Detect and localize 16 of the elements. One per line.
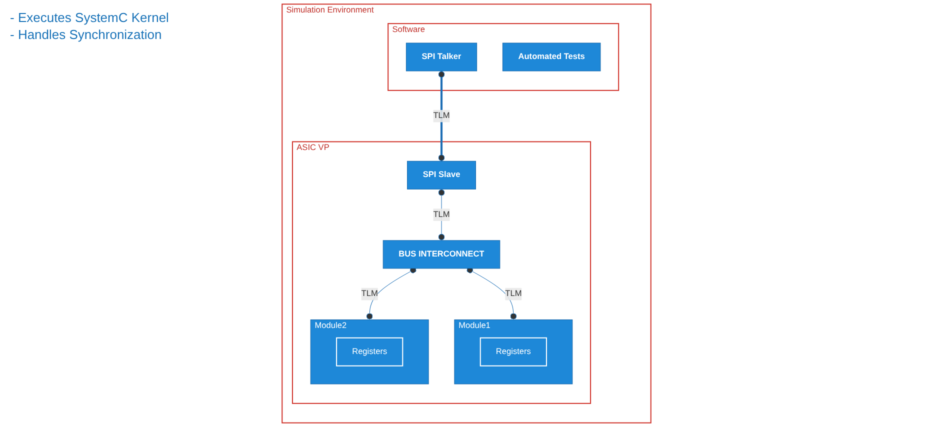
note-text: - Handles Synchronization — [10, 27, 163, 42]
note-text: - Executes SystemC Kernel — [10, 10, 169, 25]
node-box: Automated Tests — [502, 42, 601, 72]
node-box: Registers — [336, 337, 404, 366]
connector — [438, 71, 445, 162]
connector — [366, 266, 416, 320]
edge-label: TLM — [433, 111, 450, 120]
edge-label: TLM — [505, 289, 522, 298]
connector — [466, 266, 517, 320]
edge-label: TLM — [361, 289, 378, 298]
node-box: BUS INTERCONNECT — [382, 240, 500, 269]
node-box: SPI Slave — [407, 160, 476, 190]
connector — [438, 188, 445, 241]
edge-label: TLM — [433, 210, 450, 219]
node-box: Registers — [480, 337, 547, 366]
node-box: SPI Talker — [406, 42, 478, 72]
